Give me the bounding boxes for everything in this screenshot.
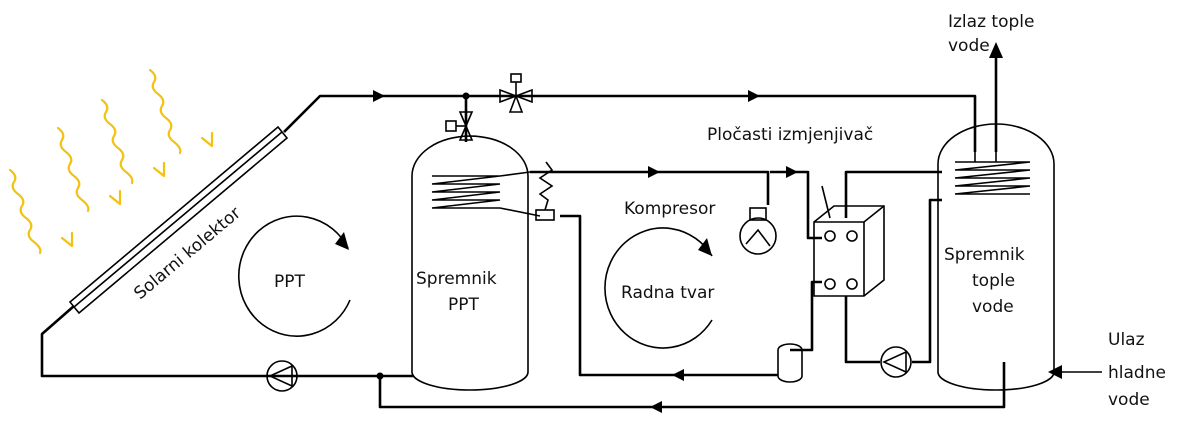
valves bbox=[445, 73, 555, 221]
flow-arrow-4 bbox=[786, 166, 798, 178]
flow-arrow-3 bbox=[648, 166, 660, 178]
flow-arrows bbox=[373, 90, 798, 413]
flow-arrow-1 bbox=[373, 90, 385, 102]
flow-arrow-6 bbox=[650, 401, 662, 413]
sun-ray-4 bbox=[148, 68, 182, 155]
cold-water-inlet-label-line3: vode bbox=[1108, 390, 1150, 410]
pipe-exchanger-to-pump bbox=[844, 296, 880, 364]
sun-ray-2 bbox=[56, 126, 90, 213]
arrow-hot-outlet bbox=[989, 42, 1003, 58]
pipe-collector-return bbox=[40, 305, 414, 378]
hot-water-tank-label-line2: tople bbox=[972, 271, 1015, 291]
sun-ray-1 bbox=[8, 168, 42, 255]
pump-solar bbox=[266, 360, 298, 392]
hot-water-tank bbox=[937, 123, 1055, 391]
collector-panel bbox=[68, 125, 289, 315]
flow-arrow-5 bbox=[672, 369, 684, 381]
hot-water-outlet-label-line1: Izlaz tople bbox=[948, 12, 1034, 32]
compressor-label: Kompresor bbox=[624, 199, 715, 219]
cold-water-inlet-label-line1: Ulaz bbox=[1108, 330, 1145, 350]
pump-hot-water bbox=[880, 346, 912, 378]
sun-ray-1-head bbox=[60, 231, 74, 248]
working-loop-arrow bbox=[604, 227, 713, 349]
ppt-loop-arrow bbox=[237, 215, 351, 337]
pipe-exchanger-to-receiver bbox=[790, 280, 822, 352]
sun-ray-3-head bbox=[152, 161, 166, 178]
ppt-loop-label: PPT bbox=[274, 272, 306, 292]
pipe-working-top bbox=[530, 170, 770, 205]
compressor bbox=[739, 207, 777, 255]
sun-ray-3 bbox=[100, 98, 134, 185]
junction-dot-1 bbox=[462, 92, 470, 100]
hot-water-coil bbox=[954, 152, 1031, 195]
ppt-tank-label-line2: PPT bbox=[448, 295, 480, 315]
pipe-pump-to-tank bbox=[912, 198, 942, 364]
liquid-receiver bbox=[777, 343, 803, 383]
three-way-valve-top bbox=[499, 73, 533, 113]
ppt-tank-label-line1: Spremnik bbox=[416, 269, 497, 289]
ppt-coil bbox=[431, 171, 541, 217]
loop-arrows bbox=[237, 215, 713, 349]
ppt-tank bbox=[411, 135, 541, 391]
solar-collector: Solarni kolektor bbox=[68, 125, 289, 315]
collector-inner-line bbox=[73, 131, 283, 308]
hot-water-tank-label-line1: Spremnik bbox=[944, 245, 1025, 265]
plate-exchanger-label: Pločasti izmjenjivač bbox=[707, 125, 873, 145]
hot-water-outlet-label-line2: vode bbox=[948, 36, 990, 56]
solar-collector-label: Solarni kolektor bbox=[130, 203, 244, 304]
pipe-collector-supply bbox=[283, 94, 977, 152]
junction-dot-2 bbox=[376, 372, 384, 380]
pipe-exchanger-to-tank-top bbox=[844, 170, 942, 218]
piping bbox=[40, 42, 1102, 409]
working-fluid-label: Radna tvar bbox=[621, 283, 714, 303]
arrow-cold-inlet bbox=[1048, 365, 1062, 379]
cold-water-inlet-label-line2: hladne bbox=[1108, 363, 1166, 383]
flow-arrow-2 bbox=[748, 90, 760, 102]
plate-heat-exchanger bbox=[813, 185, 885, 297]
sun-ray-4-head bbox=[200, 131, 214, 148]
pipe-bottom-return bbox=[378, 362, 1006, 409]
hot-water-tank-label-line3: vode bbox=[972, 297, 1014, 317]
sun-rays bbox=[8, 68, 214, 255]
sun-ray-2-head bbox=[108, 189, 122, 206]
valve-ppt-inlet bbox=[445, 111, 474, 141]
